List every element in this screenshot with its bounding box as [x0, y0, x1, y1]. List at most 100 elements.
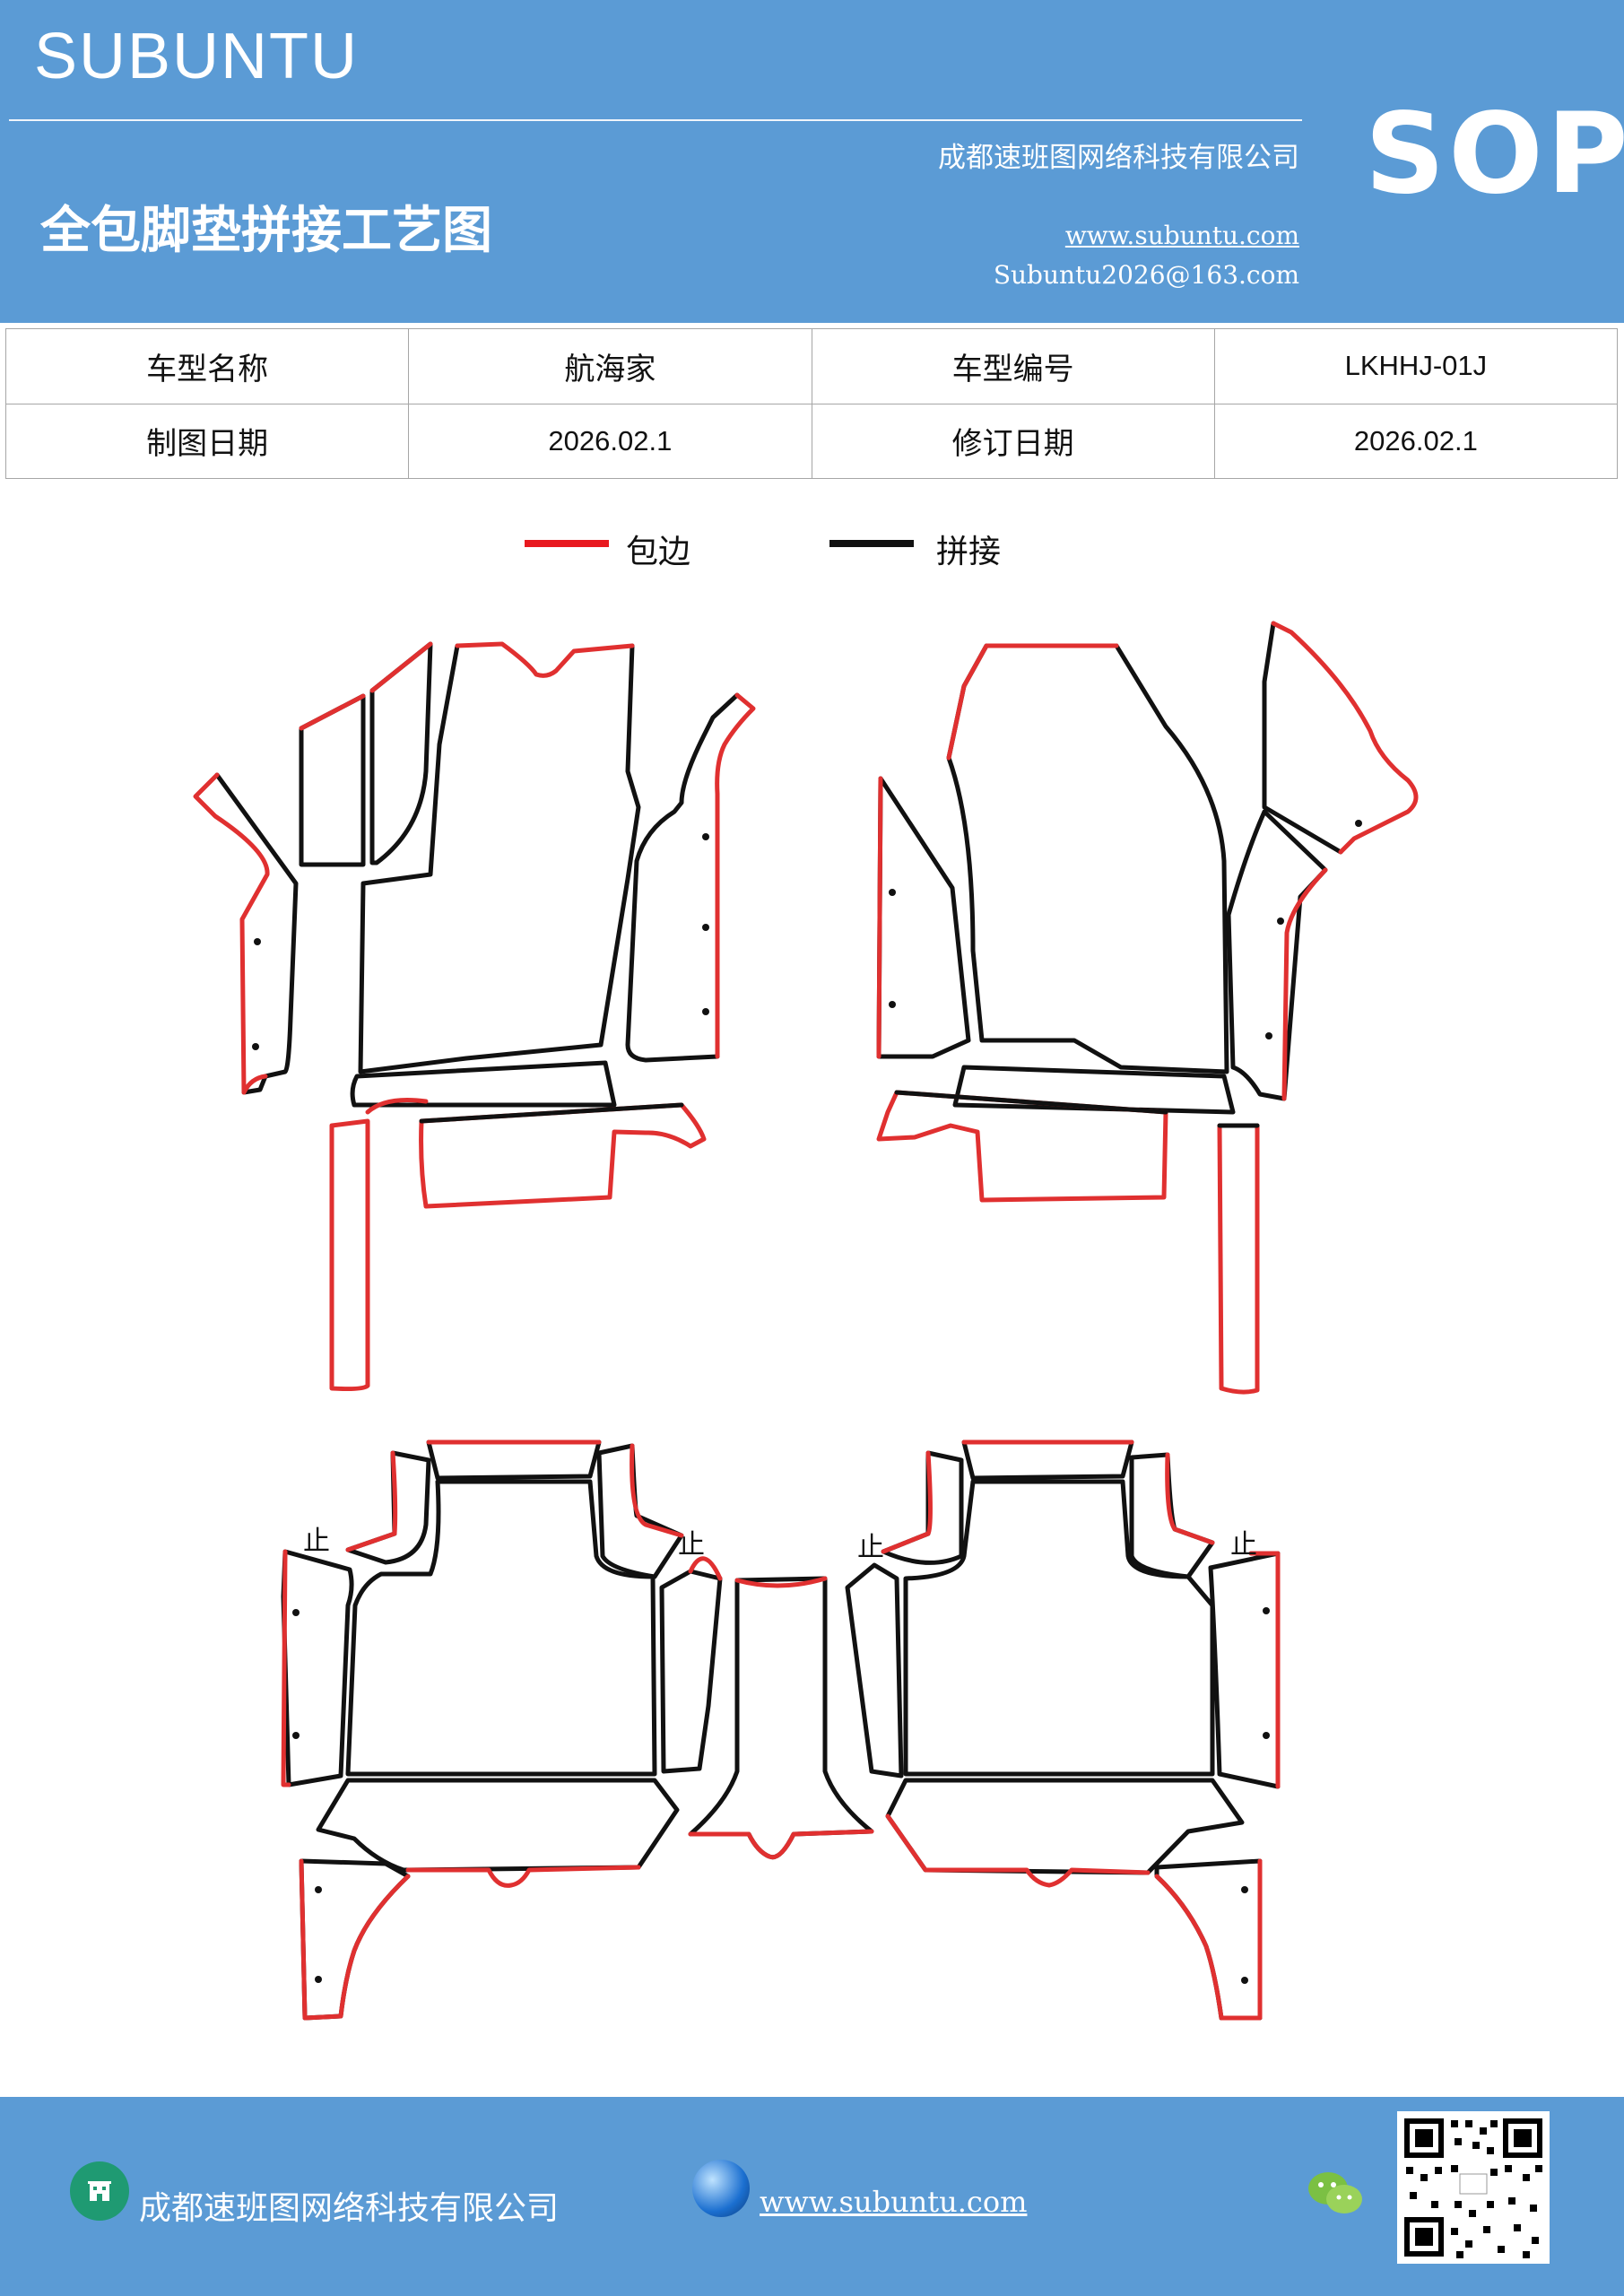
up-mark: 止: [678, 1529, 705, 1561]
mat-seam-footrest: [419, 1102, 684, 1124]
mat-piece-rr-right-sill: [1208, 1551, 1281, 1789]
footer-company-name: 成都速班图网络科技有限公司: [139, 2190, 560, 2227]
mat-edge-right-sill-col: [1281, 867, 1328, 1101]
header-website-link[interactable]: www.subuntu.com: [1064, 221, 1299, 250]
table-cell: 制图日期: [4, 403, 410, 479]
rivet-dot: [315, 1886, 322, 1893]
footer-website-link[interactable]: www.subuntu.com: [760, 2185, 1028, 2219]
vehicle-info-table: 车型名称 航海家 车型编号 LKHHJ-01J 制图日期 2026.02.1 修…: [4, 328, 1619, 479]
rear-right-mat-group: 止 止: [845, 1439, 1281, 2021]
mat-edge-right-flap: [1271, 621, 1419, 855]
rivet-dot: [292, 1732, 300, 1739]
page-footer: 成都速班图网络科技有限公司 www.subuntu.com: [0, 2097, 1624, 2296]
legend: 包边 拼接: [0, 520, 1624, 574]
header-email: Subuntu2026@163.com: [993, 260, 1299, 290]
globe-icon: [692, 2160, 750, 2217]
up-mark: 止: [303, 1526, 330, 1557]
mat-piece-rr-lower: [885, 1778, 1245, 1875]
rivet-dot: [1265, 1032, 1272, 1039]
rivet-dot: [702, 1008, 709, 1015]
mat-piece-right-sill-col: [1226, 809, 1328, 1101]
sop-badge: SOP: [1365, 90, 1624, 219]
mat-piece-rear-lower-corner: [299, 1858, 411, 2021]
mat-piece-rear-right-ear: [596, 1443, 684, 1579]
rear-left-mat-group: 止 止: [281, 1439, 723, 2021]
mat-piece-rear-right-sill: [659, 1569, 723, 1774]
mat-piece-rear-left-sill: [281, 1549, 354, 1787]
table-cell: 航海家: [408, 328, 812, 404]
mat-piece-rr-main: [903, 1479, 1215, 1777]
rear-center-mat-group: [688, 1576, 874, 1860]
rivet-dot: [1241, 1886, 1248, 1893]
mat-piece-lower-left-strip: [329, 1118, 370, 1392]
rivet-dot: [1263, 1607, 1270, 1614]
mat-piece-right-flap: [1262, 621, 1343, 855]
up-mark: 止: [857, 1532, 884, 1563]
mat-piece-rear-top-strip: [426, 1439, 602, 1481]
mat-seam-right-footrest: [894, 1090, 1168, 1115]
rivet-dot: [252, 1043, 259, 1050]
mat-piece-right-lower-strip: [1217, 1123, 1260, 1395]
mat-edge-rear-lower: [405, 1865, 641, 1888]
mat-edge-rear-right-top: [688, 1556, 723, 1581]
mat-piece-rear-lower: [316, 1778, 680, 1873]
mat-piece-upper-strip-2: [369, 641, 433, 865]
legend-swatch-seam: [829, 540, 914, 547]
mat-edge-rear-center-bottom: [688, 1829, 874, 1860]
mat-piece-rr-lower-corner: [1154, 1858, 1263, 2021]
table-cell: 2026.02.1: [1213, 403, 1619, 479]
mat-piece-rear-main-left: [345, 1479, 657, 1777]
mat-edge-main-left-top: [455, 641, 635, 678]
wechat-icon[interactable]: [1305, 2167, 1368, 2224]
table-cell: LKHHJ-01J: [1213, 328, 1619, 404]
mat-edge-rr-left-ear: [881, 1450, 933, 1554]
mat-piece-right-lower-band: [952, 1065, 1236, 1115]
rivet-dot: [1277, 918, 1284, 925]
mat-piece-main-right: [946, 643, 1229, 1074]
legend-swatch-edge: [525, 540, 609, 547]
mat-edge-rear-left-sill: [281, 1549, 291, 1787]
mat-piece-right-left-sill: [876, 776, 971, 1059]
mat-piece-right-footrest: [876, 1090, 1168, 1203]
mat-piece-main-left: [358, 643, 641, 1074]
building-icon: [70, 2161, 129, 2221]
header-company-name: 成都速班图网络科技有限公司: [938, 142, 1299, 174]
rivet-dot: [1241, 1977, 1248, 1984]
mat-edge-upper-strip-2: [369, 641, 433, 693]
table-row: 车型名称 航海家 车型编号 LKHHJ-01J: [4, 328, 1619, 404]
front-right-mat-group: [876, 621, 1419, 1395]
mat-piece-lower-band: [350, 1060, 617, 1108]
table-cell: 修订日期: [811, 403, 1215, 479]
rivet-dot: [254, 938, 261, 945]
mat-edge-rr-lower: [885, 1813, 1151, 1888]
mat-piece-right-sill: [625, 692, 740, 1063]
rivet-dot: [889, 889, 896, 896]
table-cell: 车型名称: [4, 328, 410, 404]
mat-piece-rr-left-sill: [845, 1562, 904, 1779]
rivet-dot: [1263, 1732, 1270, 1739]
mat-edge-left-pillar: [193, 772, 270, 1095]
mat-seam-band-edge: [365, 1098, 429, 1115]
legend-label-edge: 包边: [626, 534, 691, 570]
mat-edge-rr-right-sill: [1248, 1551, 1281, 1789]
floor-mat-diagram: 止 止 止 止: [193, 621, 1419, 2021]
mat-edge-right-left-sill: [876, 776, 883, 1059]
rivet-dot: [889, 1001, 896, 1008]
mat-piece-rear-left-ear: [345, 1450, 431, 1565]
table-row: 制图日期 2026.02.1 修订日期 2026.02.1: [4, 403, 1619, 479]
rivet-dot: [1355, 820, 1362, 827]
rivet-dot: [702, 833, 709, 840]
table-cell: 车型编号: [811, 328, 1215, 404]
mat-edge-rear-left-ear: [345, 1450, 398, 1552]
mat-edge-rear-right-ear: [630, 1443, 684, 1538]
mat-edge-left-bottom: [241, 1074, 268, 1095]
mat-edge-main-right-top: [946, 643, 1119, 761]
header-divider: [9, 119, 1302, 121]
rivet-dot: [292, 1609, 300, 1616]
mat-edge-rr-lower-corner: [1154, 1858, 1263, 2021]
mat-edge-upper-strip-1: [299, 693, 366, 731]
mat-piece-rr-top-strip: [961, 1439, 1134, 1481]
document-title: 全包脚垫拼接工艺图: [40, 201, 492, 260]
qr-code[interactable]: [1397, 2111, 1550, 2264]
mat-edge-rr-right-ear: [1165, 1452, 1215, 1545]
